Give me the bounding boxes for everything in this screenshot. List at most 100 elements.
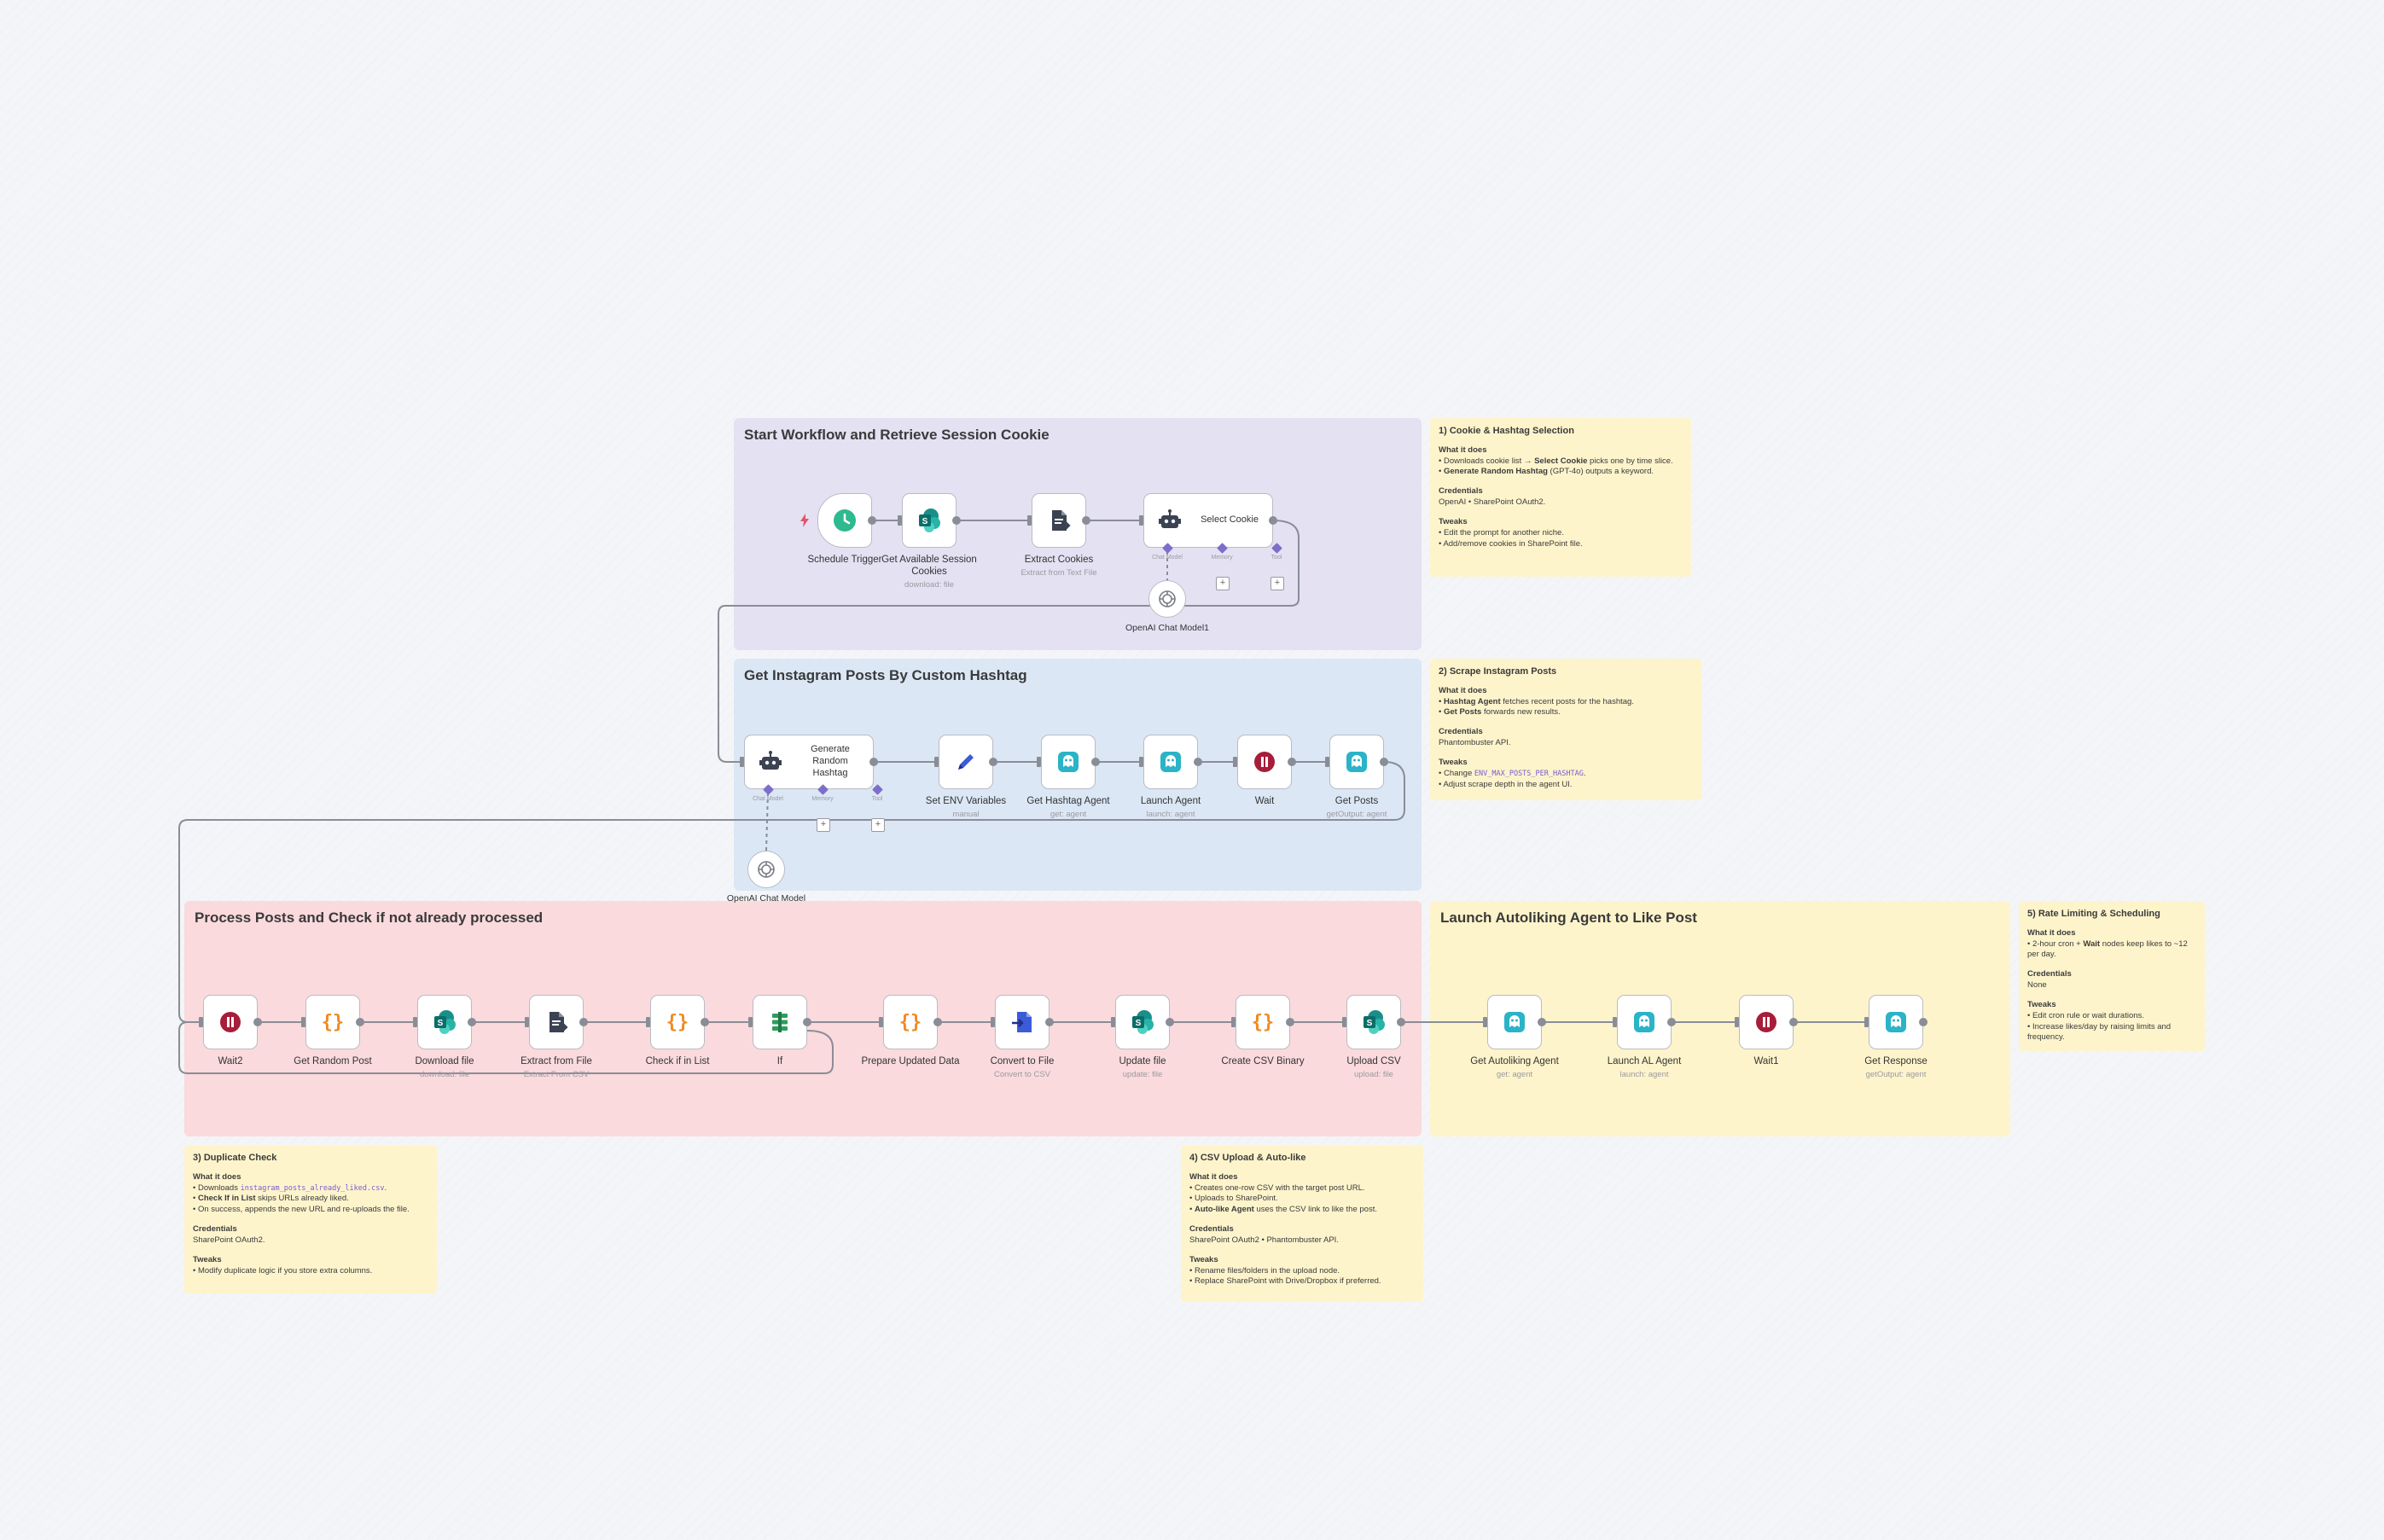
connection-openai-chat-model-to-generate-random-hashtag[interactable] [765, 792, 769, 851]
output-port[interactable] [1286, 1018, 1294, 1026]
output-port[interactable] [1667, 1018, 1676, 1026]
node-wait2[interactable] [203, 995, 258, 1049]
input-port[interactable] [646, 1017, 650, 1027]
input-port[interactable] [1342, 1017, 1346, 1027]
node-select-cookie[interactable]: Select Cookie [1143, 493, 1273, 548]
node-extract-cookies[interactable] [1032, 493, 1086, 548]
output-port[interactable] [1288, 758, 1296, 766]
output-port[interactable] [1397, 1018, 1405, 1026]
output-port[interactable] [579, 1018, 588, 1026]
note-line: • Hashtag Agent fetches recent posts for… [1439, 696, 1634, 706]
output-port[interactable] [253, 1018, 262, 1026]
note-line: • Increase likes/day by raising limits a… [2027, 1021, 2172, 1043]
input-port[interactable] [1139, 757, 1143, 767]
node-openai[interactable] [747, 851, 785, 888]
node-get-response[interactable] [1869, 995, 1923, 1049]
input-port[interactable] [1037, 757, 1041, 767]
node-get-posts[interactable] [1329, 735, 1384, 789]
connection-if-false-to-wait2[interactable] [178, 1021, 834, 1074]
node-gen-hashtag[interactable]: Generate Random Hashtag [744, 735, 874, 789]
node-launch-agent[interactable] [1143, 735, 1198, 789]
add-sub-node-button[interactable]: + [817, 818, 830, 832]
input-port[interactable] [1864, 1017, 1869, 1027]
node-wait[interactable] [1237, 735, 1292, 789]
input-port[interactable] [1325, 757, 1329, 767]
output-port[interactable] [869, 758, 878, 766]
output-port[interactable] [1919, 1018, 1928, 1026]
input-port[interactable] [1483, 1017, 1487, 1027]
sticky-note-cookie-hashtag[interactable]: 1) Cookie & Hashtag Selection What it do… [1430, 418, 1691, 577]
note-line: SharePoint OAuth2 • Phantombuster API. [1189, 1235, 1339, 1245]
input-port[interactable] [879, 1017, 883, 1027]
node-create-csv[interactable]: {} [1236, 995, 1290, 1049]
output-port[interactable] [933, 1018, 942, 1026]
input-port[interactable] [1233, 757, 1237, 767]
input-port[interactable] [934, 757, 939, 767]
input-port[interactable] [1027, 515, 1032, 526]
output-port[interactable] [803, 1018, 811, 1026]
input-port[interactable] [898, 515, 902, 526]
output-port[interactable] [868, 516, 876, 525]
input-port[interactable] [1231, 1017, 1236, 1027]
node-get-hashtag-agent[interactable] [1041, 735, 1096, 789]
node-convert-to-file[interactable] [995, 995, 1050, 1049]
add-sub-node-button[interactable]: + [1216, 577, 1230, 590]
output-port[interactable] [1166, 1018, 1174, 1026]
group-title: Start Workflow and Retrieve Session Cook… [744, 427, 1050, 443]
node-sublabel: Convert to CSV [994, 1070, 1050, 1079]
node-extract-from-file[interactable] [529, 995, 584, 1049]
input-port[interactable] [1613, 1017, 1617, 1027]
sticky-note-duplicate-check[interactable]: 3) Duplicate Check What it does • Downlo… [184, 1145, 437, 1293]
input-port[interactable] [1139, 515, 1143, 526]
sticky-note-rate-limiting[interactable]: 5) Rate Limiting & Scheduling What it do… [2019, 901, 2205, 1051]
output-port[interactable] [468, 1018, 476, 1026]
input-port[interactable] [525, 1017, 529, 1027]
output-port[interactable] [1045, 1018, 1054, 1026]
connection-get-posts-to-wait2[interactable] [178, 761, 1405, 1023]
input-port[interactable] [199, 1017, 203, 1027]
input-port[interactable] [740, 757, 744, 767]
node-launch-al[interactable] [1617, 995, 1672, 1049]
note-line: SharePoint OAuth2. [193, 1235, 265, 1245]
node-get-autoliking[interactable] [1487, 995, 1542, 1049]
output-port[interactable] [989, 758, 997, 766]
node-upload-csv[interactable]: S [1346, 995, 1401, 1049]
output-port[interactable] [1269, 516, 1277, 525]
output-port[interactable] [701, 1018, 709, 1026]
output-port[interactable] [1380, 758, 1388, 766]
node-sublabel: Extract from Text File [1020, 568, 1097, 578]
node-set-env[interactable] [939, 735, 993, 789]
output-port[interactable] [1789, 1018, 1798, 1026]
output-port[interactable] [356, 1018, 364, 1026]
node-openai1[interactable] [1148, 580, 1186, 618]
note-line: • Generate Random Hashtag (GPT-4o) outpu… [1439, 467, 1654, 477]
output-port[interactable] [1082, 516, 1090, 525]
node-sublabel: launch: agent [1619, 1070, 1669, 1079]
node-check-in-list[interactable]: {} [650, 995, 705, 1049]
input-port[interactable] [991, 1017, 995, 1027]
output-port[interactable] [1538, 1018, 1546, 1026]
input-port[interactable] [413, 1017, 417, 1027]
input-port[interactable] [1735, 1017, 1739, 1027]
output-port[interactable] [952, 516, 961, 525]
input-port[interactable] [301, 1017, 305, 1027]
node-if[interactable] [753, 995, 807, 1049]
node-schedule-trigger[interactable] [817, 493, 872, 548]
input-port[interactable] [1111, 1017, 1115, 1027]
output-port[interactable] [1194, 758, 1202, 766]
node-prepare-data[interactable]: {} [883, 995, 938, 1049]
node-update-file[interactable]: S [1115, 995, 1170, 1049]
sticky-note-scrape-posts[interactable]: 2) Scrape Instagram Posts What it does •… [1430, 659, 1701, 800]
node-get-cookies[interactable]: S [902, 493, 957, 548]
add-sub-node-button[interactable]: + [871, 818, 885, 832]
node-wait1[interactable] [1739, 995, 1794, 1049]
node-download-file[interactable]: S [417, 995, 472, 1049]
input-port[interactable] [748, 1017, 753, 1027]
node-label: Wait2 [218, 1056, 243, 1066]
sticky-note-csv-upload[interactable]: 4) CSV Upload & Auto-like What it does •… [1181, 1145, 1423, 1302]
output-port[interactable] [1091, 758, 1100, 766]
node-get-random-post[interactable]: {} [305, 995, 360, 1049]
node-sublabel: getOutput: agent [1865, 1070, 1927, 1079]
add-sub-node-button[interactable]: + [1270, 577, 1284, 590]
connection-select-cookie-to-generate-random-hashtag[interactable] [718, 520, 1300, 763]
